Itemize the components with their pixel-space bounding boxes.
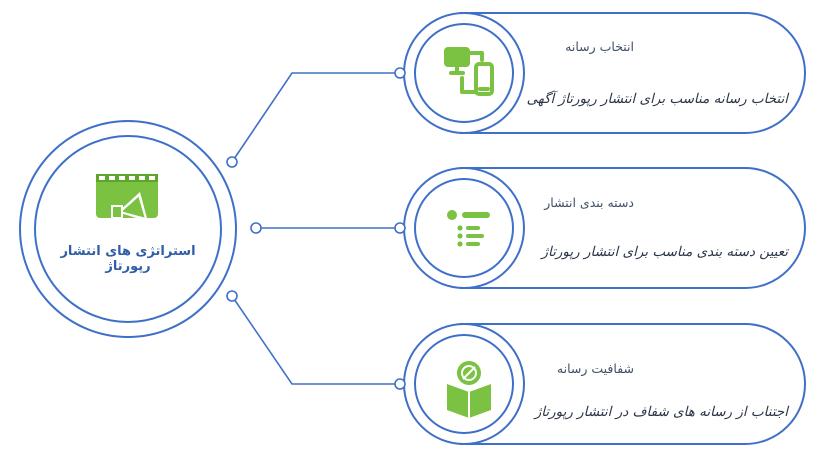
card-publishing-category bbox=[394, 167, 806, 289]
card-inner-ring bbox=[414, 178, 514, 278]
list-icon bbox=[447, 210, 490, 247]
hub-dot-middle bbox=[250, 222, 262, 234]
card-title-media-transparency: شفافیت رسانه bbox=[556, 361, 634, 376]
card-dot bbox=[394, 378, 406, 390]
hub-dot-bottom bbox=[226, 290, 238, 302]
card-dot bbox=[394, 222, 406, 234]
card-desc-media-selection: انتخاب رسانه مناسب برای انتشار رپورتاژ آ… bbox=[526, 91, 788, 107]
card-title-media-selection: انتخاب رسانه bbox=[565, 39, 634, 54]
card-desc-media-transparency: اجتناب از رسانه های شفاف در انتشار رپورت… bbox=[534, 404, 788, 420]
card-outline bbox=[460, 167, 806, 289]
card-outline bbox=[460, 323, 806, 445]
connectors bbox=[231, 72, 400, 385]
card-dot bbox=[394, 67, 406, 79]
connector-top bbox=[231, 72, 400, 163]
video-megaphone-icon bbox=[96, 174, 158, 222]
hub-inner-ring bbox=[34, 135, 222, 323]
card-desc-publishing-category: تعیین دسته بندی مناسب برای انتشار رپورتا… bbox=[541, 244, 789, 260]
hub-dot-top bbox=[226, 156, 238, 168]
devices-icon bbox=[444, 47, 494, 96]
book-eye-icon bbox=[447, 361, 491, 418]
hub-node bbox=[19, 120, 237, 338]
hub-title: استراتژی های انتشار رپورتاژ bbox=[60, 244, 196, 274]
card-media-transparency bbox=[394, 323, 806, 445]
hub-dots bbox=[226, 156, 262, 302]
connector-bottom bbox=[231, 295, 400, 385]
card-outline bbox=[460, 12, 806, 134]
card-title-publishing-category: دسته بندی انتشار bbox=[544, 195, 634, 210]
card-media-selection bbox=[394, 12, 806, 134]
